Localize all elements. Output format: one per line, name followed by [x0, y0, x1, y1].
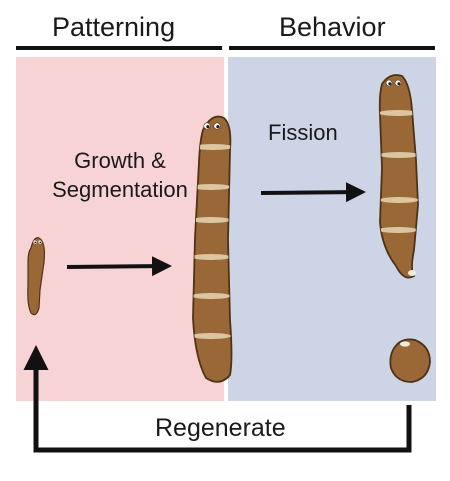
- wound-tip: [408, 270, 416, 276]
- segment-bands-top: [379, 110, 418, 233]
- regenerate-arrow: [23, 345, 412, 453]
- fission-label: Fission: [268, 120, 338, 145]
- patterning-panel: [16, 57, 224, 401]
- fission-tail-fragment: [389, 338, 431, 383]
- behavior-header: Behavior: [279, 12, 386, 42]
- patterning-header: Patterning: [52, 12, 176, 42]
- regenerate-label: Regenerate: [155, 414, 286, 442]
- fission-arrow: [260, 182, 366, 203]
- fission-top-worm: [378, 74, 419, 279]
- wound-tip: [400, 341, 410, 347]
- growth-segmentation-label: Growth & Segmentation: [52, 148, 188, 202]
- segmented-worm: [192, 115, 233, 383]
- patterning-header-bar: [16, 46, 222, 50]
- growth-arrow: [66, 256, 172, 277]
- behavior-header-bar: [229, 46, 435, 50]
- small-worm: [27, 237, 46, 316]
- segment-bands: [193, 144, 232, 339]
